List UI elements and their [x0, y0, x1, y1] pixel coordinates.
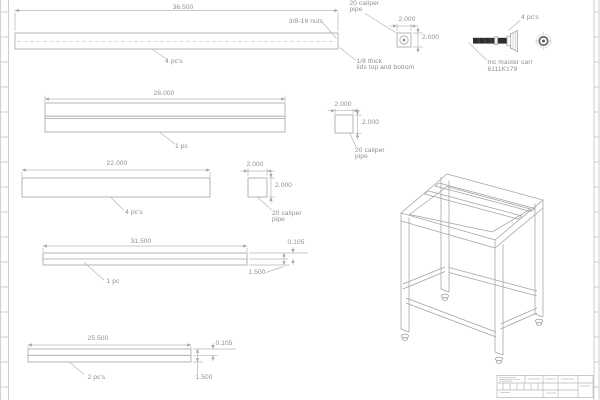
bar-22-000-view [21, 168, 211, 211]
note-lids-line1: 1/8 thick [356, 57, 383, 65]
dim-height-pipe-top: 2.000 [422, 33, 440, 41]
bar-36-500-view [14, 8, 357, 61]
qty-label-leveling-foot: 4 pc's [521, 14, 539, 21]
qty-label-bar-28-000: 1 pc [175, 142, 188, 150]
leveling-foot-view [468, 20, 552, 61]
note-lids: 1/8 thick lids top and bottom [356, 57, 415, 73]
label-caliper-pipe-lower-line2: pipe [272, 216, 285, 224]
dim-width-pipe-top: 2.000 [398, 15, 416, 23]
label-caliper-pipe-lower-line1: 20 caliper [272, 209, 302, 217]
bar-28-000-view [44, 95, 286, 145]
zone-ticks-left [0, 11, 9, 388]
bar-31-500-view [42, 244, 308, 281]
dim-height-pipe-lower: 2.000 [275, 182, 293, 189]
dim-length-25-500: 25.500 [87, 335, 109, 342]
dim-height-bar-25-500: 1.500 [195, 374, 213, 381]
label-caliper-pipe-middle-line1: 20 caliper [355, 146, 385, 154]
dim-length-36-500: 36.500 [172, 3, 194, 11]
label-caliper-pipe-lower: 20 caliper pipe [272, 209, 302, 225]
label-caliper-pipe-top-line1: 20 caliper [349, 0, 380, 7]
leveling-feet [400, 293, 544, 364]
zone-ticks-right [594, 11, 599, 388]
dim-height-bar-31-500: 1.500 [248, 268, 266, 276]
dim-width-pipe-lower: 2.000 [246, 160, 264, 168]
label-caliper-pipe-middle: 20 caliper pipe [355, 146, 385, 162]
vendor-note-line1: mc master carr [487, 59, 533, 66]
dim-width-pipe-middle: 2.000 [334, 100, 352, 108]
qty-label-bar-22-000: 4 pc's [125, 208, 143, 216]
caliper-pipe-top-view [364, 13, 423, 53]
vendor-note: mc master carr 6111K179 [487, 59, 533, 74]
table-isometric-view [400, 173, 544, 364]
bar-25-500-view [27, 343, 236, 375]
label-caliper-pipe-middle-line2: pipe [355, 153, 368, 161]
qty-label-bar-25-500: 2 pc's [87, 374, 106, 381]
qty-label-bar-31-500: 1 pc [106, 277, 120, 285]
label-caliper-pipe-top: 20 caliper pipe [349, 0, 380, 15]
leveling-foot-end-view [535, 32, 552, 50]
dim-length-28-000: 28.000 [153, 90, 175, 97]
qty-label-bar-36-500: 4 pc's [165, 58, 183, 65]
note-nuts: 3/8-16 nuts [289, 17, 324, 25]
caliper-pipe-middle-view [327, 108, 362, 148]
vendor-note-line2: 6111K179 [487, 65, 518, 73]
note-lids-line2: lids top and bottom [356, 64, 415, 72]
dim-thickness-bar-25-500: 0.105 [215, 339, 233, 347]
caliper-pipe-lower-view [240, 168, 275, 211]
label-caliper-pipe-top-line2: pipe [349, 6, 363, 14]
dim-thickness-bar-31-500: 0.105 [287, 238, 305, 246]
title-block [496, 375, 594, 398]
dim-length-22-000: 22.000 [106, 160, 128, 167]
dim-length-31-500: 31.500 [130, 238, 152, 245]
dim-height-pipe-middle: 2.000 [362, 119, 380, 126]
